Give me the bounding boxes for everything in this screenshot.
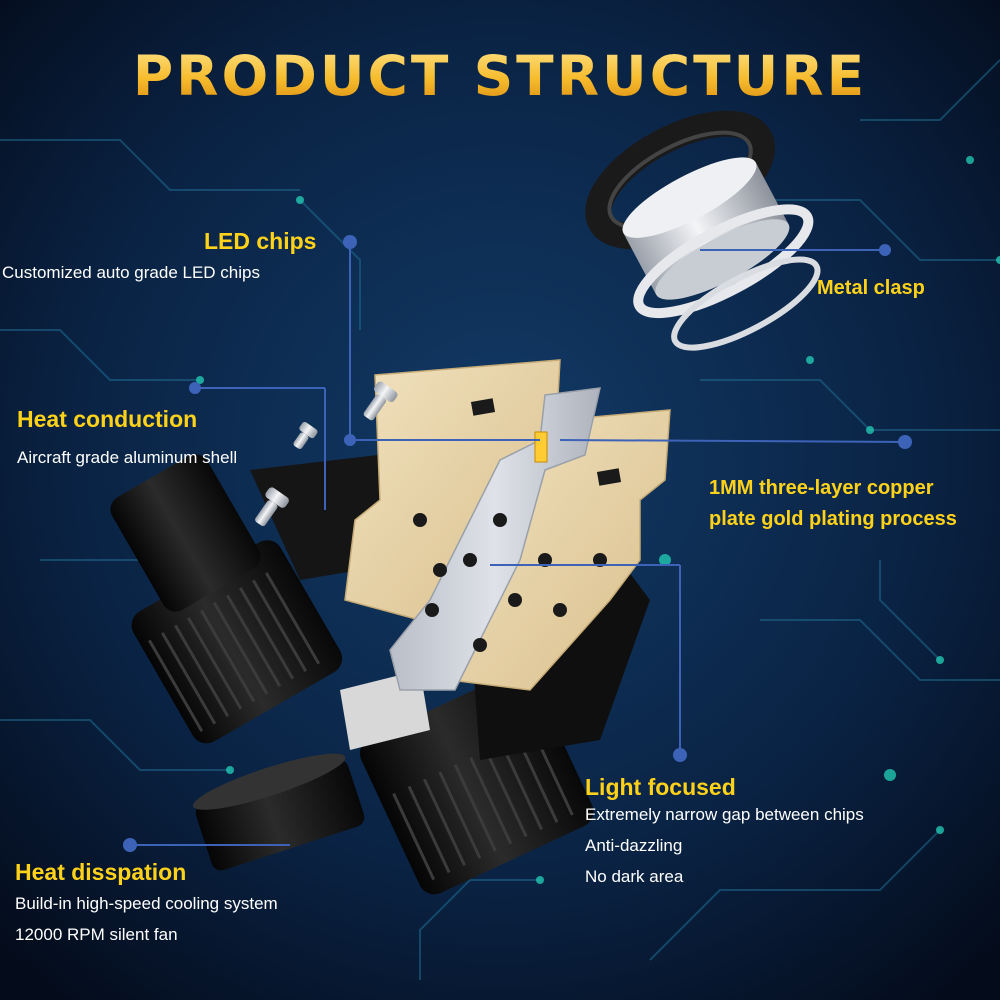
desc-line: 12000 RPM silent fan (15, 925, 178, 944)
label-copper-line-1: 1MM three-layer copper (709, 477, 934, 499)
label-heat-dissipation: Heat disspation (15, 859, 187, 885)
desc-led-chips: Customized auto grade LED chips (2, 263, 260, 282)
desc-heat-dissipation: Build-in high-speed cooling system 12000… (15, 888, 278, 950)
label-copper-line-2: plate gold plating process (709, 508, 957, 530)
desc-light-focused: Extremely narrow gap between chips Anti-… (585, 799, 864, 892)
desc-heat-conduction: Aircraft grade aluminum shell (17, 448, 238, 467)
desc-line: Anti-dazzling (585, 836, 683, 855)
heat-sink-ring (192, 753, 365, 871)
label-heat-conduction: Heat conduction (17, 406, 198, 432)
screws (255, 381, 398, 527)
label-light-focused: Light focused (585, 774, 736, 800)
desc-line: Extremely narrow gap between chips (585, 805, 864, 824)
led-chip (534, 431, 548, 463)
board-holes (413, 398, 622, 652)
leader-lines (130, 242, 906, 846)
aluminum-plate (389, 387, 601, 691)
aluminum-shell-left (110, 454, 343, 744)
page-title: PRODUCT STRUCTURE (0, 44, 1000, 108)
metal-clasp-group (585, 110, 821, 351)
leader-dots (123, 235, 912, 852)
label-metal-clasp: Metal clasp (817, 277, 925, 299)
desc-line: Build-in high-speed cooling system (15, 894, 278, 913)
desc-line: No dark area (585, 867, 684, 886)
label-led-chips: LED chips (204, 228, 317, 254)
